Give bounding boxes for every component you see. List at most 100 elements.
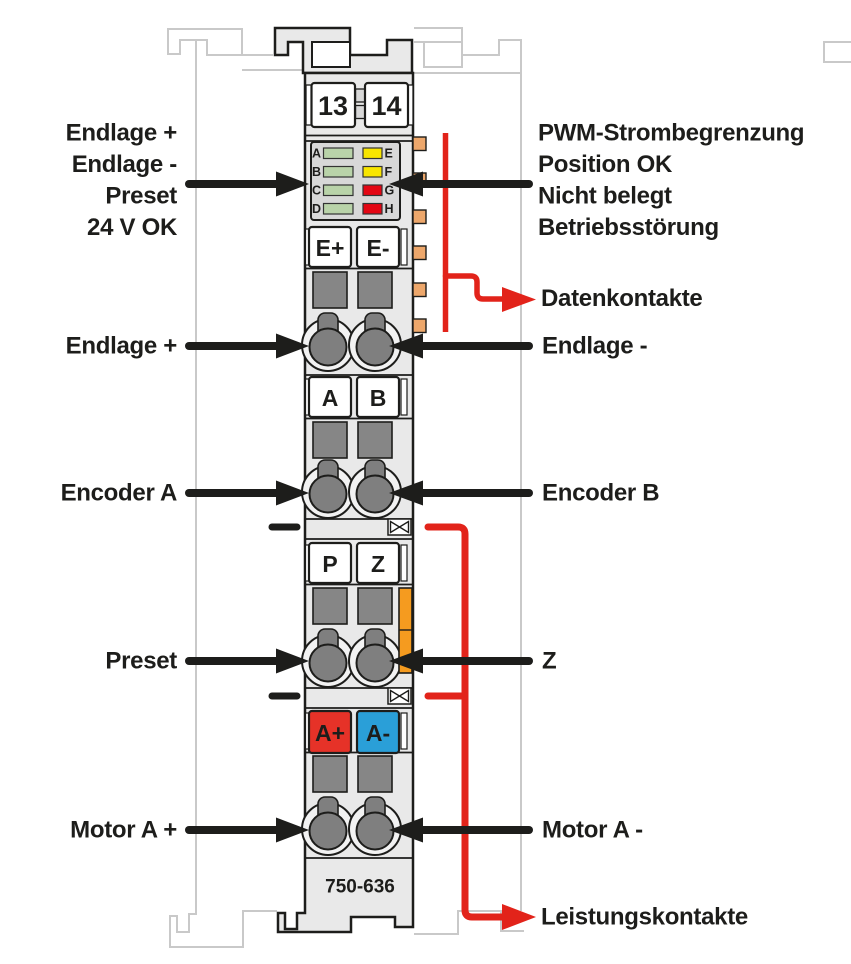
- terminal-row-encoder: A B: [301, 375, 408, 519]
- led-label-d: D: [312, 202, 321, 216]
- marker-box-b: [355, 375, 401, 419]
- side-tab: [400, 712, 408, 750]
- led-label-a: A: [312, 147, 321, 161]
- led-label-c: C: [312, 184, 321, 198]
- led-a-indicator: [322, 147, 354, 160]
- clamp-cavity: [312, 271, 348, 309]
- led-b-indicator: [322, 165, 354, 178]
- label-motor-a-plus: Motor A +: [70, 817, 177, 844]
- marker-label-b: B: [370, 385, 387, 411]
- label-endlage-minus-led: Endlage -: [72, 151, 178, 178]
- marker-box-a: [307, 375, 353, 419]
- red-callout-lines: [424, 133, 536, 930]
- bowtie-icon: [398, 689, 410, 703]
- led-label-f: F: [385, 165, 393, 179]
- power-jumper-markers: [268, 518, 412, 705]
- led-label-g: G: [385, 184, 395, 198]
- led-h-indicator: [362, 202, 383, 215]
- model-number: 750-636: [325, 877, 395, 898]
- label-nicht-belegt: Nicht belegt: [538, 183, 672, 210]
- wire-port-endlage-minus: [355, 327, 395, 367]
- terminal-number-box-14: [363, 81, 410, 129]
- arrow-left-icon: [389, 817, 423, 843]
- marker-label-e-plus: E+: [316, 235, 345, 261]
- callout-labels: Endlage + Endlage - Preset 24 V OK PWM-S…: [61, 120, 805, 931]
- arrow-right-icon: [276, 480, 309, 506]
- data-contacts-arrowhead-icon: [502, 287, 536, 312]
- clamp-cavity: [357, 587, 393, 625]
- led-label-e: E: [385, 147, 393, 161]
- arrow-right-icon: [276, 171, 309, 197]
- far-right-neighbor-outline: [823, 41, 851, 63]
- right-neighbor-foot-outline: [414, 910, 524, 935]
- arrow-right-icon: [276, 333, 309, 359]
- clamp-cavity: [312, 587, 348, 625]
- label-24v-ok-led: 24 V OK: [87, 214, 178, 241]
- label-endlage-plus: Endlage +: [66, 333, 178, 360]
- wire-port-endlage-plus: [308, 327, 348, 367]
- clamp-cavity: [357, 755, 393, 793]
- bowtie-icon: [389, 689, 401, 703]
- callout-arrows: [185, 171, 533, 843]
- data-contact-pin: [412, 136, 427, 152]
- wire-port-preset: [308, 643, 348, 683]
- label-pwm-strombegrenzung: PWM-Strombegrenzung: [538, 120, 804, 147]
- label-endlage-minus: Endlage -: [542, 333, 648, 360]
- label-endlage-plus-led: Endlage +: [66, 120, 178, 147]
- marker-box-a-minus: [355, 709, 401, 755]
- wire-port-encoder-b: [355, 474, 395, 514]
- marker-box-e-plus: [307, 225, 353, 269]
- clamp-cavity: [357, 421, 393, 459]
- data-contact-pins: [412, 136, 427, 334]
- bowtie-icon: [389, 520, 401, 534]
- wire-port-encoder-a: [308, 474, 348, 514]
- bowtie-icon: [398, 520, 410, 534]
- marker-label-a-plus: A+: [315, 720, 345, 746]
- terminal-number-13: 13: [318, 91, 348, 121]
- label-encoder-b: Encoder B: [542, 480, 659, 507]
- module-body-group: 13 14 A E B F C G D H: [268, 26, 427, 934]
- arrow-left-icon: [389, 171, 423, 197]
- label-preset: Preset: [105, 648, 177, 675]
- marker-box-e-minus: [355, 225, 401, 269]
- data-contact-pin: [412, 282, 427, 298]
- led-f-indicator: [362, 165, 383, 178]
- power-contacts-arrowhead-icon: [502, 904, 536, 930]
- label-leistungskontakte: Leistungskontakte: [541, 904, 748, 931]
- led-status-block: A E B F C G D H: [310, 141, 401, 221]
- arrow-left-icon: [389, 480, 423, 506]
- clamp-cavity: [312, 755, 348, 793]
- marker-label-p: P: [322, 551, 337, 577]
- arrow-left-icon: [389, 648, 423, 674]
- terminal-number-box-13: [310, 81, 357, 129]
- neighbor-module-outlines: [167, 27, 851, 948]
- left-neighbor-claw-outline: [167, 28, 243, 911]
- led-g-indicator: [362, 184, 383, 197]
- led-label-h: H: [385, 202, 394, 216]
- marker-label-a: A: [322, 385, 339, 411]
- power-contacts-line: [424, 523, 507, 921]
- arrow-right-icon: [276, 817, 309, 843]
- side-tab: [400, 228, 408, 266]
- wire-port-motor-a-minus: [355, 811, 395, 851]
- data-contact-pin: [412, 209, 427, 225]
- label-motor-a-minus: Motor A -: [542, 817, 643, 844]
- side-tab: [400, 544, 408, 582]
- led-e-indicator: [362, 147, 383, 160]
- claw-notch: [311, 41, 351, 68]
- marker-label-e-minus: E-: [367, 235, 390, 261]
- wire-port-z: [355, 643, 395, 683]
- terminal-number-14: 14: [371, 91, 401, 121]
- right-neighbor-claw-notch: [423, 41, 463, 68]
- marker-box-z: [355, 541, 401, 585]
- label-datenkontakte: Datenkontakte: [541, 285, 702, 312]
- marker-box-p: [307, 541, 353, 585]
- marker-label-z: Z: [371, 551, 385, 577]
- wire-port-motor-a-plus: [308, 811, 348, 851]
- data-contact-pin: [412, 318, 427, 334]
- terminal-row-preset: P Z: [301, 541, 408, 688]
- left-neighbor-foot-outline: [169, 910, 277, 948]
- marker-label-a-minus: A-: [366, 720, 390, 746]
